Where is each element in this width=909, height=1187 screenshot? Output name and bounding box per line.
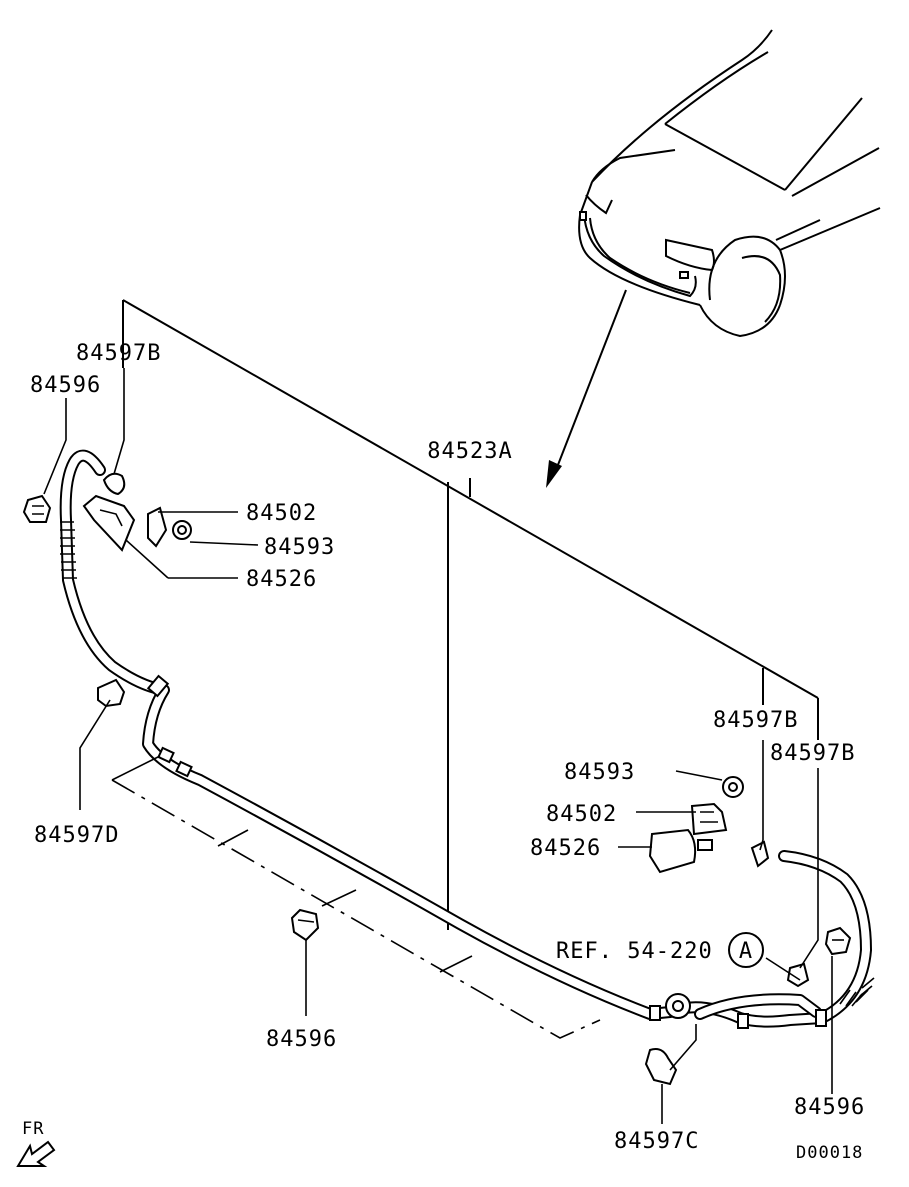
callout-nozzle-left: 84526 — [246, 567, 317, 592]
assembly-leader-lines — [122, 299, 819, 930]
reference-marker-circle — [728, 932, 764, 968]
left-clamp — [22, 494, 52, 523]
callout-clip-b-upper-left: 84597B — [76, 341, 161, 366]
callout-nozzle-right: 84526 — [530, 836, 601, 861]
callout-clamp-upper-left: 84596 — [30, 373, 101, 398]
corrugated-sleeve-right — [839, 977, 875, 1007]
left-nozzle-body — [82, 494, 136, 552]
corrugated-sleeve-left — [60, 521, 77, 579]
callout-nut-left: 84593 — [264, 535, 335, 560]
drawing-code: D00018 — [796, 1143, 863, 1163]
callout-clamp-center: 84596 — [266, 1027, 337, 1052]
right-clamp — [824, 926, 852, 956]
right-nozzle-group — [644, 776, 852, 1086]
callout-clamp-right: 84596 — [794, 1095, 865, 1120]
reference-label: REF. 54-220 — [556, 939, 713, 964]
left-nozzle-group — [22, 472, 192, 708]
right-clip-b-1 — [750, 840, 770, 868]
left-leader-lines — [43, 368, 259, 810]
callout-clip-d: 84597D — [34, 823, 119, 848]
right-nozzle-body — [648, 828, 697, 874]
clip-c — [644, 1048, 678, 1086]
center-clamp — [290, 908, 320, 942]
callout-clip-b-right-2: 84597B — [770, 741, 855, 766]
callout-bracket-right: 84502 — [546, 802, 617, 827]
clip-d — [97, 678, 126, 708]
callout-nut-right: 84593 — [564, 760, 635, 785]
right-bracket — [690, 802, 728, 836]
front-direction-indicator: FR — [16, 1119, 56, 1167]
center-clamp-group — [290, 908, 320, 1016]
front-arrow-icon — [16, 1140, 56, 1167]
bumper-reference-line — [111, 755, 601, 1039]
callout-clip-c: 84597C — [614, 1129, 699, 1154]
front-direction-label: FR — [22, 1119, 44, 1139]
assembly-label: 84523A — [427, 439, 512, 464]
callout-bracket-left: 84502 — [246, 501, 317, 526]
reference-marker-letter: A — [739, 939, 753, 964]
vehicle-front-illustration — [546, 29, 881, 488]
callout-clip-b-right-1: 84597B — [713, 708, 798, 733]
left-clip-b — [102, 472, 126, 496]
washer-hose-assembly — [59, 449, 875, 1029]
right-leader-lines — [618, 740, 833, 1124]
left-bracket — [147, 506, 168, 548]
